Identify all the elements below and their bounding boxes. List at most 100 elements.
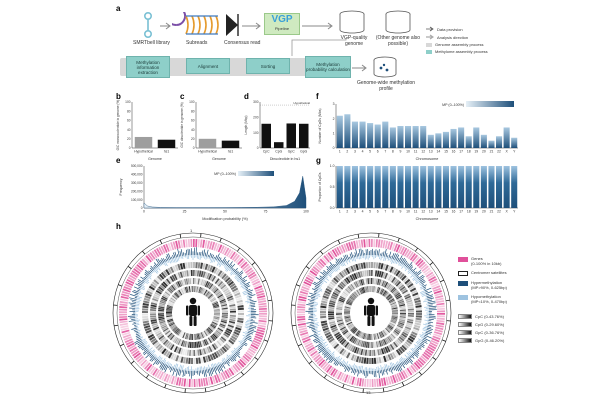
hypomethylation-bar bbox=[403, 357, 406, 361]
hypermethylation-bar bbox=[384, 369, 386, 373]
centromere-mark bbox=[429, 262, 434, 266]
hypermethylation-bar bbox=[353, 254, 355, 258]
hypermethylation-bar bbox=[207, 368, 211, 377]
gene-density-segment bbox=[235, 256, 242, 264]
dinucleotide-segment bbox=[328, 315, 335, 318]
dinucleotide-segment bbox=[221, 285, 228, 291]
gene-density-segment bbox=[246, 269, 254, 276]
hypermethylation-bar bbox=[236, 270, 243, 276]
gene-density-segment bbox=[404, 248, 410, 257]
dinucleotide-segment bbox=[331, 328, 339, 333]
dinucleotide-segment bbox=[384, 264, 389, 271]
hypomethylation-bar bbox=[317, 290, 321, 293]
gene-density-segment bbox=[435, 295, 444, 299]
y-tick-label: 60 bbox=[191, 119, 195, 123]
dinucleotide-segment bbox=[386, 294, 392, 300]
gene-density-segment bbox=[314, 264, 322, 271]
gene-density-segment bbox=[433, 331, 443, 336]
gene-density-segment bbox=[378, 378, 382, 387]
dinucleotide-segment bbox=[346, 321, 353, 326]
hypermethylation-bar bbox=[388, 368, 391, 372]
hypomethylation-bar bbox=[149, 350, 152, 353]
x-tick-label: 1 bbox=[339, 150, 341, 154]
hypomethylation-bar bbox=[139, 290, 142, 292]
dinucleotide-segment bbox=[194, 270, 198, 277]
hypermethylation-bar bbox=[164, 365, 169, 373]
hypermethylation-bar bbox=[307, 324, 315, 327]
hypomethylation-bar bbox=[239, 281, 242, 283]
gene-density-segment bbox=[144, 362, 151, 370]
dinucleotide-segment bbox=[187, 262, 191, 269]
hypomethylation-bar bbox=[412, 276, 417, 280]
legend-text: Methylome assembly process bbox=[435, 49, 488, 54]
dinucleotide-segment bbox=[352, 337, 357, 344]
hypomethylation-bar bbox=[414, 346, 418, 349]
hypomethylation-bar bbox=[383, 366, 385, 370]
hypomethylation-bar bbox=[231, 351, 235, 355]
dinucleotide-segment bbox=[344, 314, 351, 316]
centromere-mark bbox=[159, 239, 163, 244]
hypermethylation-bar bbox=[428, 307, 437, 309]
hypermethylation-bar bbox=[423, 288, 426, 290]
hypomethylation-bar bbox=[333, 268, 336, 272]
y-axis-label: Number of CpGs (Mbs) bbox=[318, 108, 322, 143]
legend-text: CpG (0-29.60%) bbox=[475, 322, 505, 327]
dinucleotide-segment bbox=[226, 295, 233, 300]
legend-text: Data provision bbox=[437, 26, 463, 32]
gene-density-segment bbox=[306, 344, 314, 350]
dinucleotide-segment bbox=[208, 345, 213, 353]
dinucleotide-segment bbox=[218, 326, 225, 331]
hypomethylation-bar bbox=[176, 363, 179, 369]
gene-density-segment bbox=[343, 243, 348, 252]
dinucleotide-segment bbox=[182, 279, 186, 286]
dinucleotide-segment bbox=[330, 339, 337, 346]
dinucleotide-segment bbox=[227, 324, 234, 328]
gene-density-segment bbox=[304, 342, 313, 348]
dinucleotide-segment bbox=[328, 337, 335, 343]
left-leg bbox=[189, 316, 193, 326]
gene-density-segment bbox=[193, 239, 195, 248]
gene-density-segment bbox=[332, 369, 338, 378]
dinucleotide-segment bbox=[411, 289, 418, 295]
hypomethylation-bar bbox=[138, 332, 141, 335]
hypermethylation-bar bbox=[408, 356, 413, 363]
dinucleotide-segment bbox=[232, 333, 239, 339]
hypomethylation-bar bbox=[176, 257, 179, 262]
dinucleotide-segment bbox=[157, 333, 164, 339]
dinucleotide-segment bbox=[397, 271, 403, 278]
dinucleotide-segment bbox=[389, 321, 396, 326]
dinucleotide-segment bbox=[342, 279, 348, 286]
dinucleotide-segment bbox=[406, 339, 413, 345]
dinucleotide-segment bbox=[377, 287, 381, 294]
gene-density-segment bbox=[232, 365, 239, 373]
dinucleotide-segment bbox=[194, 341, 197, 348]
hypomethylation-bar bbox=[399, 263, 402, 267]
dinucleotide-segment bbox=[187, 341, 190, 348]
hypomethylation-bar bbox=[421, 332, 426, 335]
hypermethylation-bar bbox=[385, 368, 388, 375]
gene-density-segment bbox=[119, 315, 128, 319]
hypomethylation-bar bbox=[320, 339, 325, 343]
dinucleotide-segment bbox=[152, 295, 160, 300]
hypomethylation-bar bbox=[179, 364, 181, 370]
dinucleotide-segment bbox=[371, 270, 373, 277]
dinucleotide-segment bbox=[353, 328, 358, 334]
dinucleotide-segment bbox=[164, 279, 170, 286]
dinucleotide-segment bbox=[208, 273, 213, 280]
dinucleotide-segment bbox=[385, 282, 390, 289]
dinucleotide-segment bbox=[373, 333, 376, 340]
hypermethylation-bar bbox=[408, 264, 413, 270]
gene-density-segment bbox=[298, 298, 307, 302]
dinucleotide-segment bbox=[366, 286, 369, 293]
y-tick-label: 0 bbox=[333, 146, 335, 150]
dinucleotide-segment bbox=[372, 333, 374, 340]
dinucleotide-segment bbox=[221, 319, 228, 322]
gene-density-segment bbox=[172, 241, 177, 250]
hypomethylation-bar bbox=[135, 303, 140, 305]
hypermethylation-bar bbox=[404, 262, 408, 267]
hypomethylation-bar bbox=[328, 350, 332, 354]
hypermethylation-bar bbox=[356, 369, 358, 373]
gene-density-segment bbox=[227, 250, 234, 258]
circos-plot-left bbox=[112, 232, 274, 394]
y-tick-label: 2 bbox=[333, 117, 335, 121]
